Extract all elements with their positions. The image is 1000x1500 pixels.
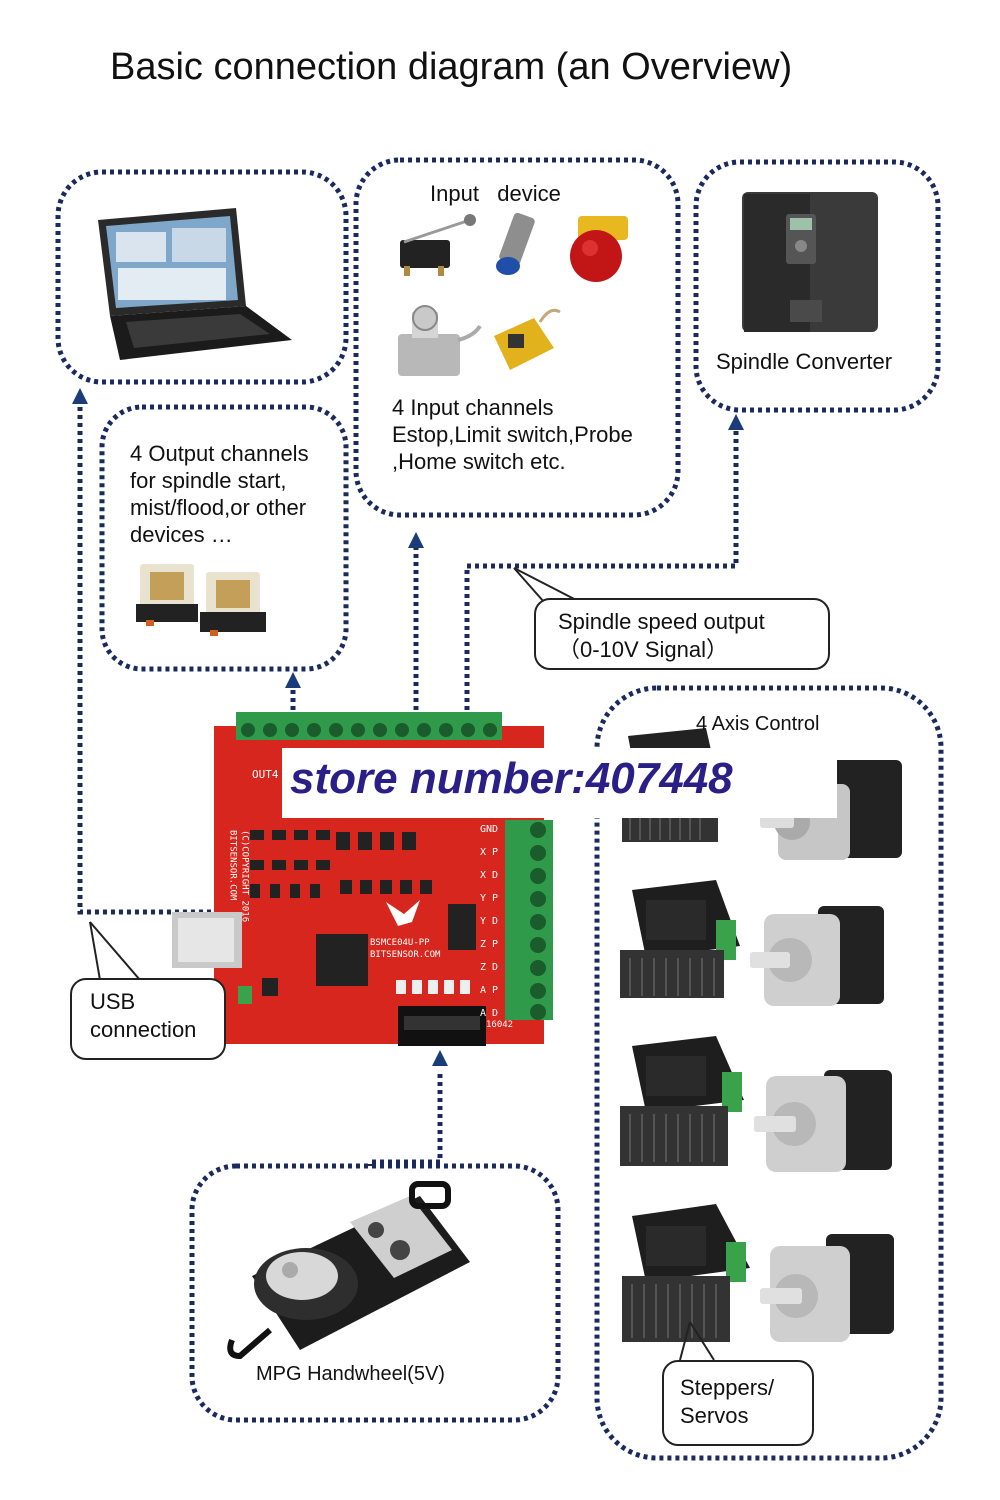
spindle-converter-label: Spindle Converter (716, 349, 893, 374)
board-side-text: BITSENSOR.COM (227, 830, 238, 901)
pin-label: Z D (480, 962, 499, 973)
board-pin-labels: GND X P X D Y P Y D Z P Z D A P A D (480, 824, 504, 1031)
stepper-motor-icon-3 (754, 1070, 892, 1172)
output-channels-line-3: mist/flood,or other (130, 495, 307, 520)
board-chip-text-2: BITSENSOR.COM (370, 950, 441, 960)
page-title: Basic connection diagram (an Overview) (110, 46, 793, 88)
input-arrowhead (408, 532, 424, 548)
steppers-line-1: Steppers/ (680, 1375, 775, 1400)
pin-label: A P (480, 985, 499, 996)
stepper-driver-icon-4 (622, 1204, 750, 1342)
mpg-label: MPG Handwheel(5V) (256, 1363, 445, 1385)
pin-label: X D (480, 870, 499, 881)
pin-label: X P (480, 847, 499, 858)
board-chip-text: BSMCE04U-PP (370, 938, 430, 948)
board-corner-code: 16042 (486, 1020, 514, 1030)
usb-arrowhead (72, 388, 88, 404)
board-out-label: OUT4 (252, 768, 279, 781)
stepper-driver-icon-3 (620, 1036, 744, 1166)
estop-button-icon (570, 216, 628, 282)
steppers-line-2: Servos (680, 1403, 749, 1428)
steppers-callout: Steppers/ Servos (662, 1360, 814, 1446)
stepper-driver-icon-2 (620, 880, 740, 998)
output-channels-box (99, 404, 349, 672)
output-arrowhead (285, 672, 301, 688)
axis-control-heading: 4 Axis Control (696, 713, 820, 735)
rotary-probe-icon (398, 305, 482, 376)
store-number-text: store number:407448 (290, 754, 733, 803)
mpg-handwheel-icon (227, 1181, 470, 1360)
pin-label: GND (480, 824, 499, 835)
steppers-callout-tail (679, 1321, 715, 1361)
inductive-sensor-icon (494, 308, 561, 370)
laptop-icon (98, 208, 292, 360)
relay-icon-2 (200, 572, 266, 636)
mpg-link (367, 1074, 443, 1166)
relay-icon (136, 564, 198, 626)
board-side-text-2: (C)COPYRIGHT 2016 (239, 830, 250, 923)
spindle-speed-line-1: Spindle speed output (558, 609, 765, 634)
input-device-box (353, 157, 681, 518)
axis-control-box (594, 685, 944, 1461)
usb-line-1: USB (90, 989, 136, 1014)
output-channels-line-2: for spindle start, (130, 468, 287, 493)
pin-label: A D (480, 1008, 499, 1019)
usb-callout-tail (89, 921, 141, 981)
spindle-speed-callout: Spindle speed output （0-10V Signal） (534, 598, 830, 670)
proximity-sensor-icon (496, 212, 535, 275)
stepper-motor-icon-4 (760, 1234, 894, 1342)
stepper-motor-icon-2 (750, 906, 884, 1006)
spindle-link (464, 426, 739, 718)
output-channels-line-1: 4 Output channels (130, 441, 309, 466)
pin-label: Z P (480, 939, 499, 950)
spindle-arrowhead (728, 414, 744, 430)
spindle-converter-box (693, 159, 941, 413)
usb-callout: USB connection (70, 978, 226, 1060)
pin-label: Y D (480, 916, 499, 927)
output-channels-line-4: devices … (130, 522, 233, 547)
pin-label: Y P (480, 893, 499, 904)
spindle-speed-callout-tail (513, 567, 581, 603)
laptop-box (55, 169, 349, 385)
input-device-heading: Input device (430, 181, 561, 206)
input-channels-line-3: ,Home switch etc. (392, 449, 566, 474)
spindle-speed-line-2: （0-10V Signal） (558, 637, 728, 662)
bird-logo-icon (386, 900, 420, 926)
mpg-arrowhead (432, 1050, 448, 1066)
usb-line-2: connection (90, 1017, 197, 1042)
input-channels-line-2: Estop,Limit switch,Probe (392, 422, 633, 447)
limit-switch-icon (400, 214, 476, 276)
store-watermark: store number:407448 (282, 748, 837, 818)
vfd-icon (742, 192, 878, 332)
input-channels-line-1: 4 Input channels (392, 395, 554, 420)
mpg-box (189, 1163, 561, 1423)
